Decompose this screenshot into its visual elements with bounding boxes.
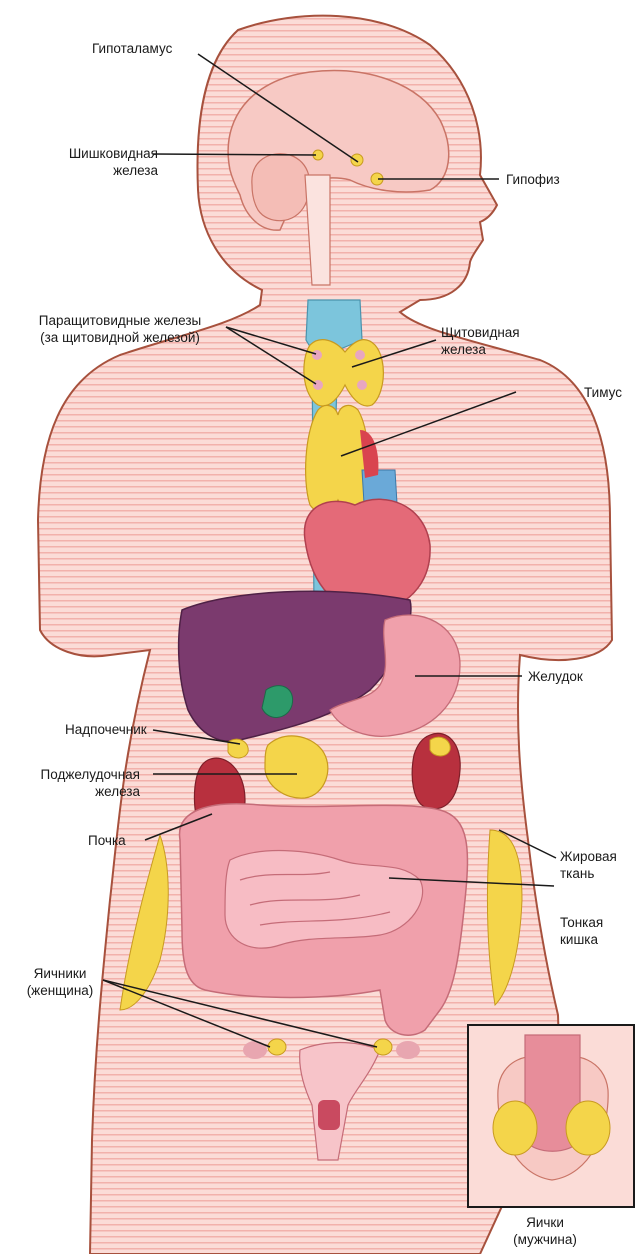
label-small-intestine: Тонкая кишка xyxy=(560,914,603,948)
label-pineal: Шишковидная железа xyxy=(28,145,158,179)
adrenal-gland xyxy=(430,737,450,756)
label-stomach: Желудок xyxy=(528,668,583,685)
label-intestine-line2: кишка xyxy=(560,931,603,948)
label-pancreas-line2: железа xyxy=(10,783,140,800)
testis xyxy=(493,1101,537,1155)
label-ovaries: Яичники (женщина) xyxy=(5,965,115,999)
label-pineal-line2: железа xyxy=(28,162,158,179)
label-ovaries-line2: (женщина) xyxy=(5,982,115,999)
label-thyroid: Щитовидная железа xyxy=(441,324,520,358)
label-thymus: Тимус xyxy=(584,384,622,401)
label-adrenal: Надпочечник xyxy=(65,721,147,738)
label-pineal-line1: Шишковидная xyxy=(28,145,158,162)
label-parathyroid-line1: Паращитовидные железы xyxy=(10,312,230,329)
gallbladder xyxy=(262,686,293,718)
leader-line xyxy=(153,154,316,155)
label-fat-line1: Жировая xyxy=(560,848,617,865)
label-ovaries-line1: Яичники xyxy=(5,965,115,982)
label-hypothalamus: Гипоталамус xyxy=(92,40,172,57)
thymus-gland xyxy=(306,405,369,513)
testis xyxy=(566,1101,610,1155)
ovary xyxy=(268,1039,286,1055)
label-pancreas-line1: Поджелудочная xyxy=(10,766,140,783)
parathyroid-gland xyxy=(357,380,367,390)
label-testes-line1: Яички xyxy=(490,1214,600,1231)
label-thyroid-line1: Щитовидная xyxy=(441,324,520,341)
label-intestine-line1: Тонкая xyxy=(560,914,603,931)
label-fat-line2: ткань xyxy=(560,865,617,882)
parathyroid-gland xyxy=(313,380,323,390)
label-kidney: Почка xyxy=(88,832,126,849)
label-fat-tissue: Жировая ткань xyxy=(560,848,617,882)
parathyroid-gland xyxy=(312,350,322,360)
label-parathyroid-line2: (за щитовидной железой) xyxy=(10,329,230,346)
fallopian-tube xyxy=(396,1041,420,1059)
cerebellum xyxy=(252,154,310,221)
parathyroid-gland xyxy=(355,350,365,360)
label-testes-line2: (мужчина) xyxy=(490,1231,600,1248)
label-pituitary: Гипофиз xyxy=(506,171,560,188)
label-thyroid-line2: железа xyxy=(441,341,520,358)
label-pancreas: Поджелудочная железа xyxy=(10,766,140,800)
label-parathyroid: Паращитовидные железы (за щитовидной жел… xyxy=(10,312,230,346)
hypothalamus-gland xyxy=(351,154,363,166)
label-testes: Яички (мужчина) xyxy=(490,1214,600,1248)
cervix xyxy=(318,1100,340,1130)
